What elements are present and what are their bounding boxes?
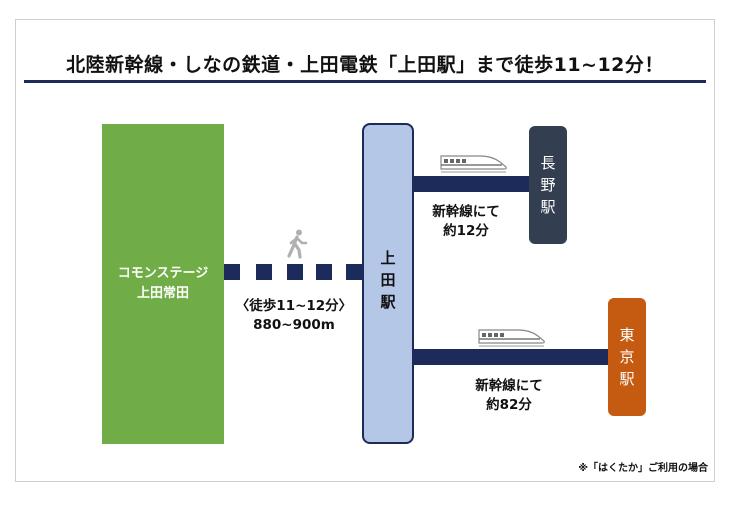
title-underline xyxy=(24,80,706,83)
nagano-station-block: 長 野 駅 xyxy=(529,126,567,244)
walk-path-dash xyxy=(256,264,272,280)
walk-distance: 880~900m xyxy=(253,317,335,333)
footnote: ※「はくたか」ご利用の場合 xyxy=(578,463,708,474)
nagano-station-label: 長 野 駅 xyxy=(540,154,556,216)
shinkansen-line-nagano xyxy=(414,176,530,192)
walk-path-dash xyxy=(346,264,362,280)
walking-person-icon xyxy=(287,229,308,259)
shinkansen-line-tokyo xyxy=(414,349,610,365)
tokyo-station-label: 東 京 駅 xyxy=(619,326,635,388)
shinkansen-train-icon xyxy=(478,329,545,347)
commons-label-line1: コモンステージ xyxy=(117,266,209,281)
page-title: 北陸新幹線・しなの鉄道・上田電鉄「上田駅」まで徒歩11~12分！ xyxy=(66,54,664,76)
route-nagano-label: 新幹線にて 約12分 xyxy=(432,204,500,239)
walk-path-dash xyxy=(287,264,303,280)
walk-path-dash xyxy=(224,264,240,280)
walk-path-dash xyxy=(316,264,332,280)
ueda-station-block: 上 田 駅 xyxy=(362,123,414,444)
commons-stage-ueda-tokida-block: コモンステージ 上田常田 xyxy=(102,124,224,444)
walk-label: 〈徒歩11~12分〉 880~900m xyxy=(224,297,364,335)
route-tokyo-label: 新幹線にて 約82分 xyxy=(475,378,543,413)
tokyo-station-block: 東 京 駅 xyxy=(608,298,646,416)
walk-time: 〈徒歩11~12分〉 xyxy=(235,298,353,314)
commons-label-line2: 上田常田 xyxy=(136,286,189,301)
shinkansen-train-icon xyxy=(440,155,507,173)
ueda-station-label: 上 田 駅 xyxy=(380,249,396,311)
